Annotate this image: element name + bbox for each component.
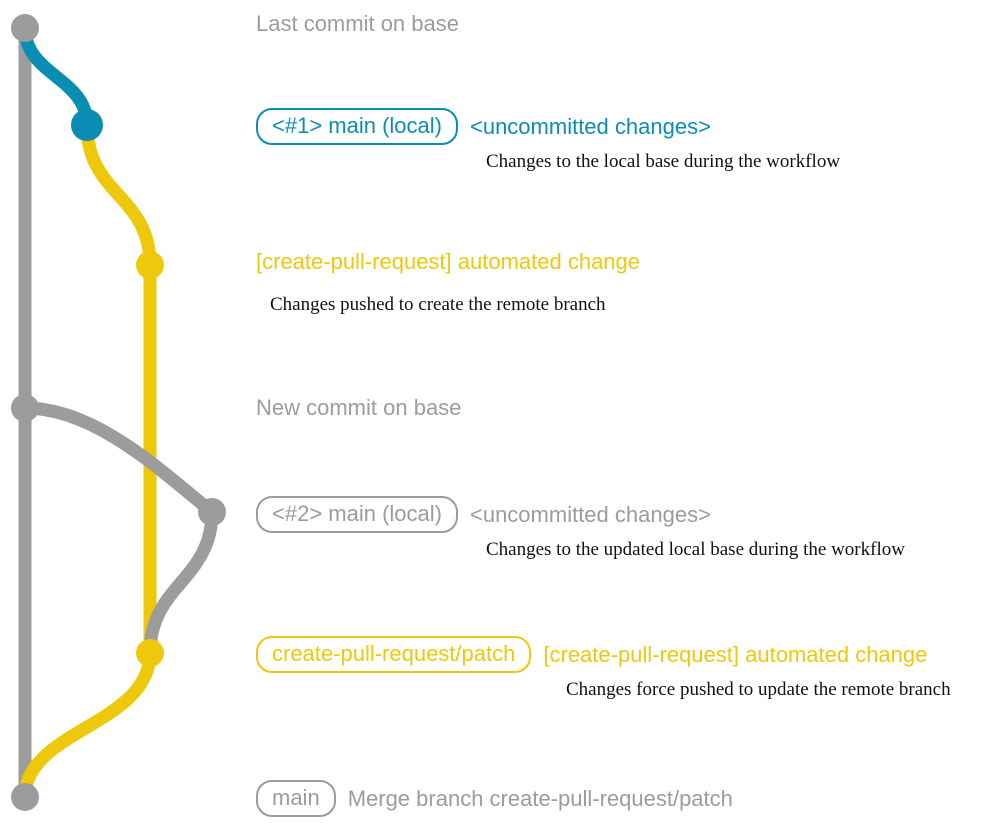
- commit-node-base-1[interactable]: [11, 14, 39, 42]
- commit-row: <#1> main (local) <uncommitted changes>: [256, 108, 711, 146]
- commit-node-local-1[interactable]: [71, 109, 103, 141]
- commit-row: Last commit on base: [256, 12, 459, 35]
- ref-pill-main[interactable]: main: [256, 780, 336, 818]
- commit-subject: [create-pull-request] automated change: [543, 642, 928, 667]
- commit-subject: New commit on base: [256, 395, 462, 420]
- edge-base-2-to-local-2: [18, 401, 219, 519]
- edge-local-1-to-patch-1: [80, 118, 157, 272]
- commit-node-base-2[interactable]: [11, 394, 39, 422]
- commit-note: Changes to the updated local base during…: [486, 539, 905, 560]
- commit-row: [create-pull-request] automated change: [256, 250, 640, 273]
- commit-row: create-pull-request/patch [create-pull-r…: [256, 636, 928, 674]
- commit-row: New commit on base: [256, 396, 461, 419]
- ref-pill-create-pull-request-patch[interactable]: create-pull-request/patch: [256, 636, 532, 674]
- commit-row: main Merge branch create-pull-request/pa…: [256, 780, 733, 818]
- commit-subject: <uncommitted changes>: [469, 502, 711, 527]
- commit-subject: <uncommitted changes>: [469, 114, 711, 139]
- edge-patch-2-to-merge: [18, 646, 157, 804]
- commit-node-local-2[interactable]: [198, 498, 226, 526]
- commit-note: Changes force pushed to update the remot…: [566, 679, 951, 700]
- commit-row-head: create-pull-request/patch [create-pull-r…: [256, 636, 928, 674]
- commit-row-head: main Merge branch create-pull-request/pa…: [256, 780, 733, 818]
- commit-note: Changes to the local base during the wor…: [486, 151, 841, 172]
- commit-subject: Merge branch create-pull-request/patch: [347, 786, 733, 811]
- commit-subject: [create-pull-request] automated change: [256, 249, 641, 274]
- commit-row: <#2> main (local) <uncommitted changes>: [256, 496, 711, 534]
- commit-node-patch-2[interactable]: [136, 639, 164, 667]
- commit-row-head: <#1> main (local) <uncommitted changes>: [256, 108, 711, 146]
- commit-row-head: <#2> main (local) <uncommitted changes>: [256, 496, 711, 534]
- ref-pill-main-local-2[interactable]: <#2> main (local): [256, 496, 458, 534]
- commit-row-head: Last commit on base: [256, 12, 459, 35]
- commit-note: Changes pushed to create the remote bran…: [270, 294, 606, 315]
- commit-node-patch-1[interactable]: [136, 251, 164, 279]
- commit-row-head: [create-pull-request] automated change: [256, 250, 640, 273]
- edge-local-2-to-patch-2: [143, 505, 219, 660]
- commit-node-base-3[interactable]: [11, 783, 39, 811]
- commit-subject: Last commit on base: [256, 11, 459, 36]
- ref-pill-main-local-1[interactable]: <#1> main (local): [256, 108, 458, 146]
- commit-row-head: New commit on base: [256, 396, 461, 419]
